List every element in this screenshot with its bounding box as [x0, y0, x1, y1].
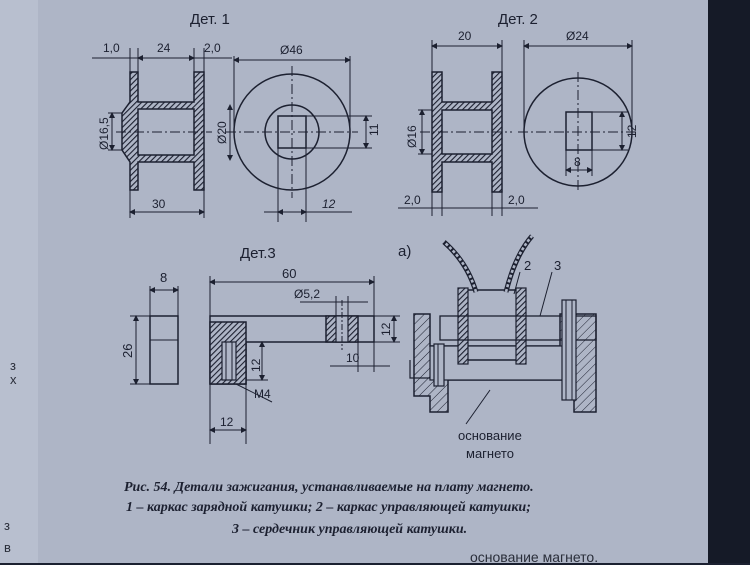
assembly-view: [409, 234, 597, 425]
det1-dim: 11: [367, 123, 381, 136]
det3-dim: Ø5,2: [294, 287, 320, 301]
det3-dim: 10: [346, 351, 360, 365]
assembly-callout-3: 3: [554, 258, 561, 273]
left-page-margin: з х з в: [0, 0, 40, 563]
det3-dim: 8: [160, 270, 167, 285]
det3-dim: 26: [120, 344, 135, 358]
det1-front-view: [226, 56, 372, 222]
det1-dim: 2,0: [204, 41, 221, 55]
det3-dim: 60: [282, 266, 296, 281]
det2-dim: Ø16: [405, 125, 419, 148]
det1-dim: Ø16,5: [97, 117, 111, 150]
det3-title: Дет.3: [240, 245, 276, 262]
det2-dim: 2,0: [508, 193, 525, 207]
det2-dim: 20: [458, 29, 472, 43]
assembly-base-label: основание: [458, 428, 522, 443]
margin-letter: в: [4, 540, 11, 555]
det1-dim: Ø46: [280, 43, 303, 57]
det1-dim: 12: [322, 197, 336, 211]
det3-dim: 12: [379, 322, 393, 336]
det2-dim: 2,0: [404, 193, 421, 207]
det2-title: Дет. 2: [498, 11, 538, 28]
det3-end-view: [130, 286, 179, 385]
margin-letter: з: [4, 518, 10, 533]
drawing-labels: Дет. 1 Дет. 2 Дет.3 а) 1,0 24 2,0 Ø16,5 …: [97, 11, 639, 461]
assembly-label: а): [398, 243, 411, 260]
det2-dim: 12: [625, 124, 639, 138]
det1-dim: 1,0: [103, 41, 120, 55]
det3-dim: M4: [254, 387, 271, 401]
assembly-base-label: магнето: [466, 446, 514, 461]
cut-off-body-text: основание магнето.: [470, 549, 599, 565]
det1-side-view: [92, 48, 232, 218]
dark-background: [708, 0, 750, 563]
det3-dim: 12: [249, 358, 263, 372]
det2-dim: Ø24: [566, 29, 589, 43]
det1-dim: 24: [157, 41, 171, 55]
det3-section-view: [209, 276, 400, 444]
figure-caption-line-1: Рис. 54. Детали зажигания, устанавливаем…: [124, 480, 534, 495]
assembly-callout-2: 2: [524, 258, 531, 273]
det1-dim: 30: [152, 197, 166, 211]
det1-title: Дет. 1: [190, 11, 230, 28]
det2-side-view: [398, 40, 538, 216]
det3-dim: 12: [220, 415, 234, 429]
margin-letter: х: [10, 372, 17, 387]
margin-letter: з: [10, 358, 16, 373]
det2-dim: 8: [574, 155, 581, 169]
det2-front-view: [518, 40, 636, 192]
figure-caption-line-3: 3 – сердечник управляющей катушки.: [232, 522, 468, 537]
det1-dim: Ø20: [215, 121, 229, 144]
figure-caption-line-2: 1 – каркас зарядной катушки; 2 – каркас …: [126, 500, 531, 515]
